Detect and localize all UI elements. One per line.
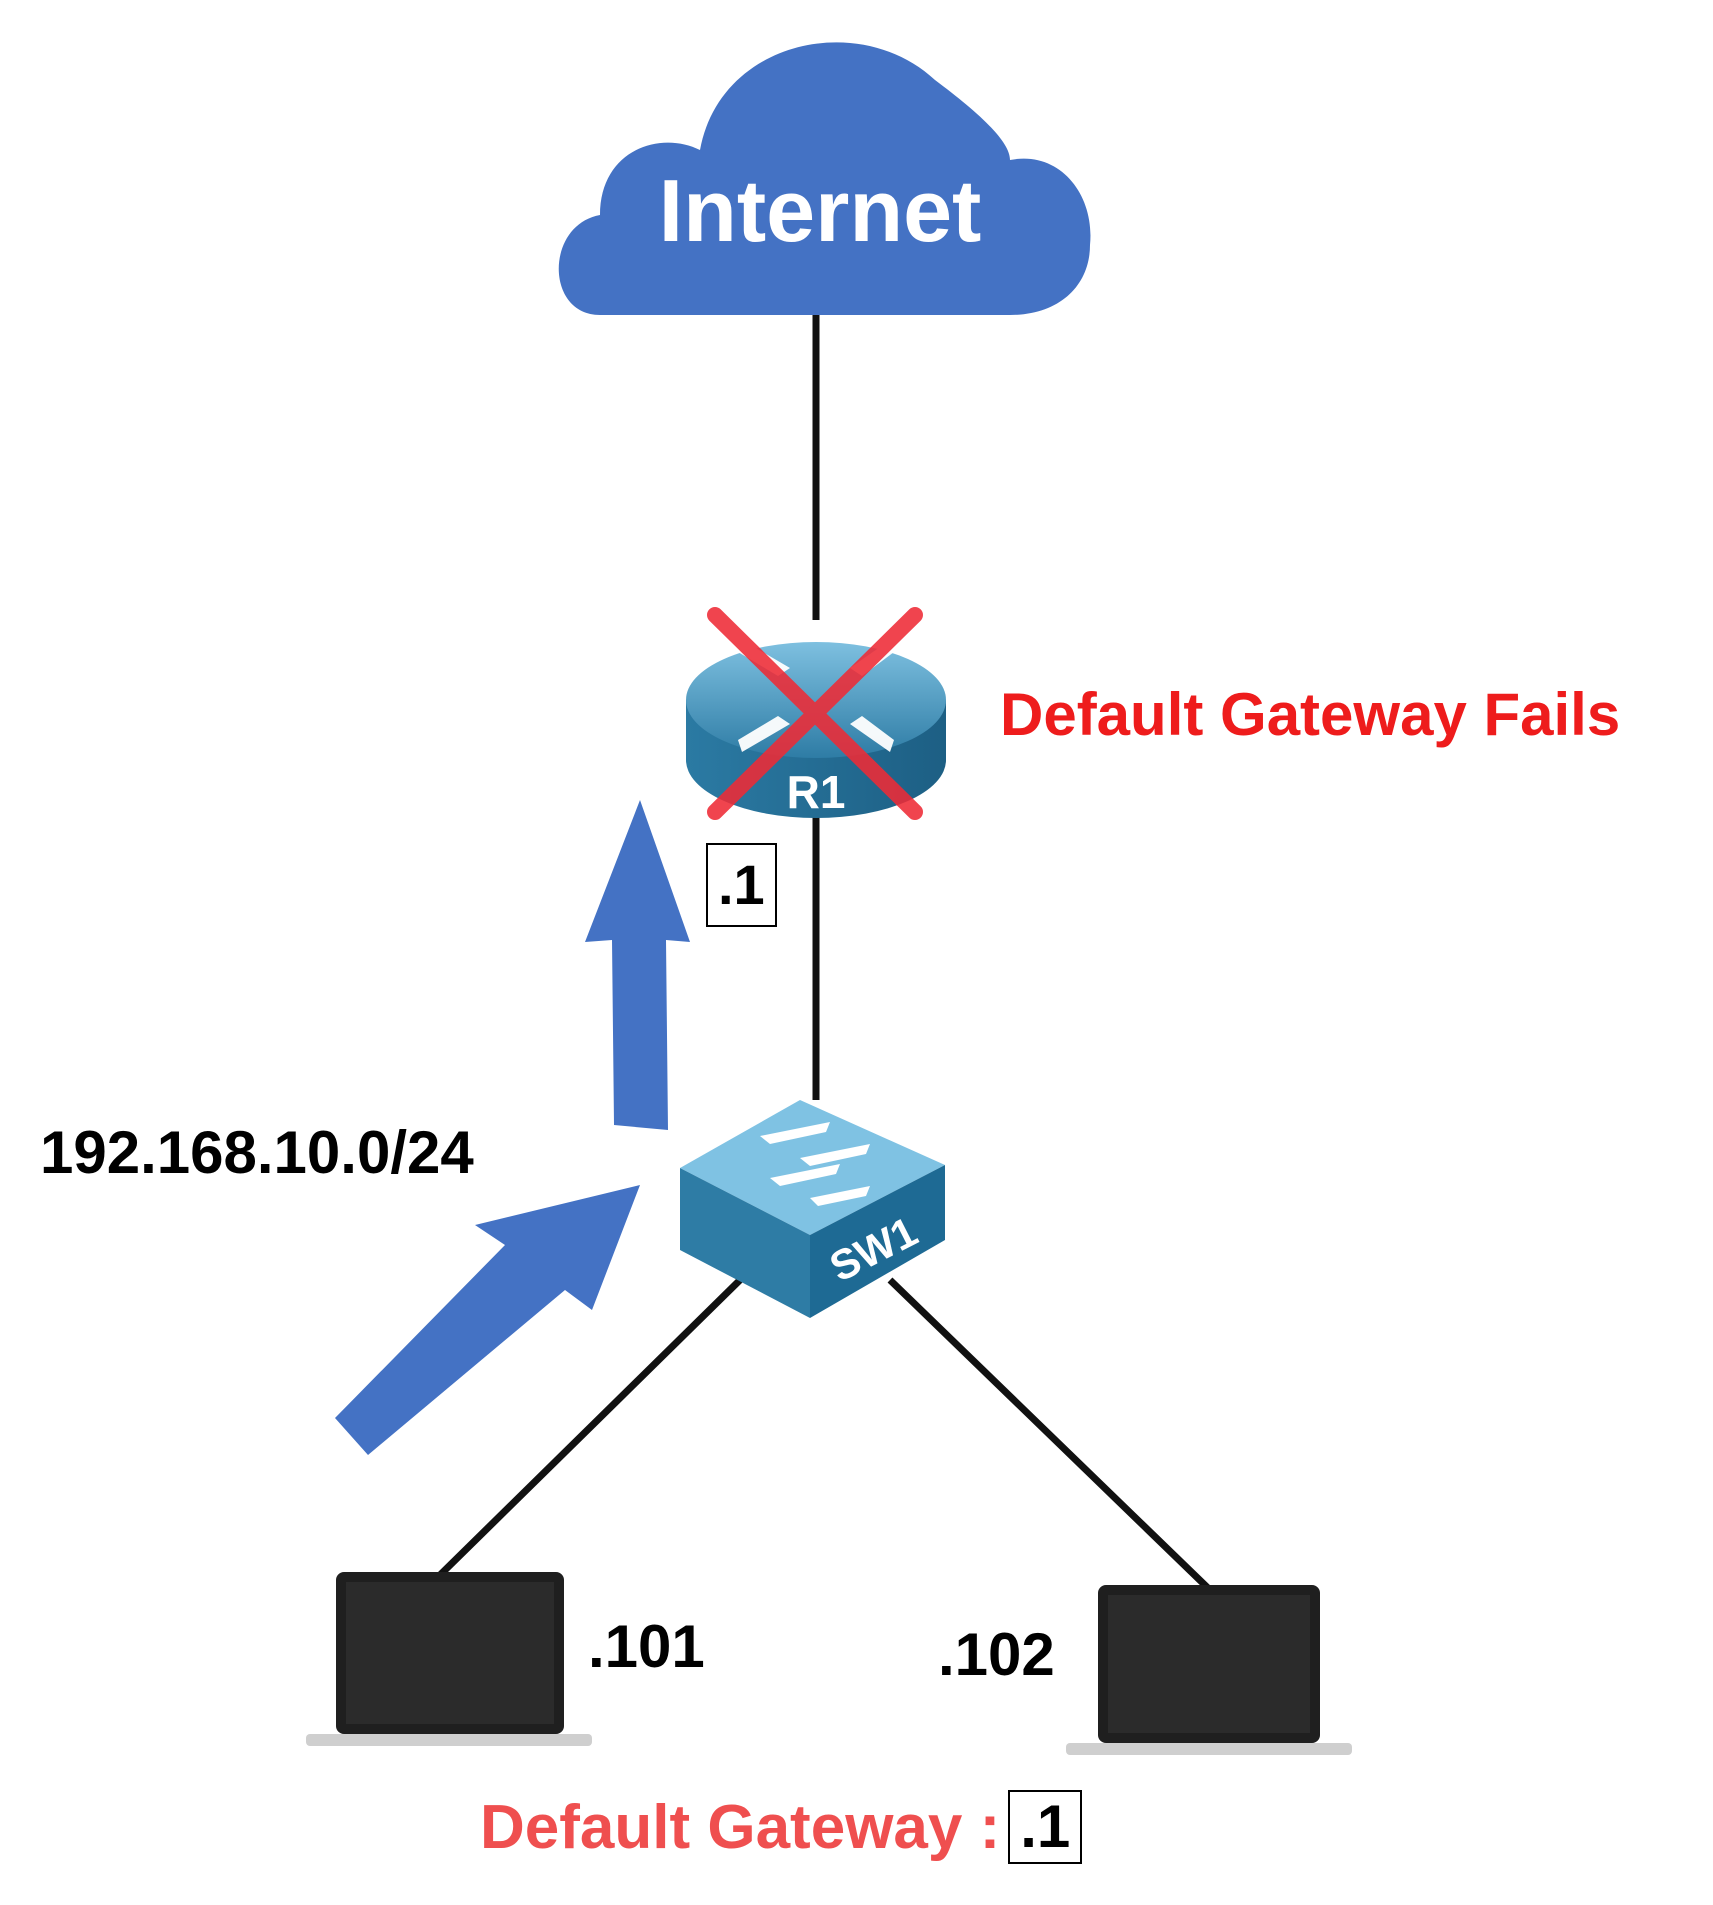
router-ip-label: .1 <box>706 843 777 927</box>
subnet-label: 192.168.10.0/24 <box>40 1119 474 1186</box>
failure-x-icon <box>707 607 923 820</box>
cloud-label: Internet <box>658 161 982 260</box>
router-r1: R1 <box>686 640 946 818</box>
host1-ip-label: .101 <box>588 1613 705 1680</box>
router-name-label: R1 <box>787 766 846 818</box>
host2-ip-label: .102 <box>938 1621 1055 1688</box>
link-sw1-host2 <box>887 1277 1213 1593</box>
laptop-host2 <box>1066 1585 1352 1755</box>
router-failure-label: Default Gateway Fails <box>1000 681 1621 748</box>
default-gateway-label: Default Gateway : <box>480 1792 1001 1862</box>
vertical-arrow <box>585 800 690 1130</box>
default-gateway-value: .1 <box>1008 1790 1083 1864</box>
internet-cloud <box>558 42 1091 315</box>
diagonal-arrow <box>335 1185 640 1455</box>
switch-sw1: SW1 <box>680 1100 945 1318</box>
default-gateway-caption: Default Gateway : .1 <box>480 1790 1083 1864</box>
link-sw1-host1 <box>437 1277 743 1578</box>
laptop-host1 <box>306 1572 592 1746</box>
